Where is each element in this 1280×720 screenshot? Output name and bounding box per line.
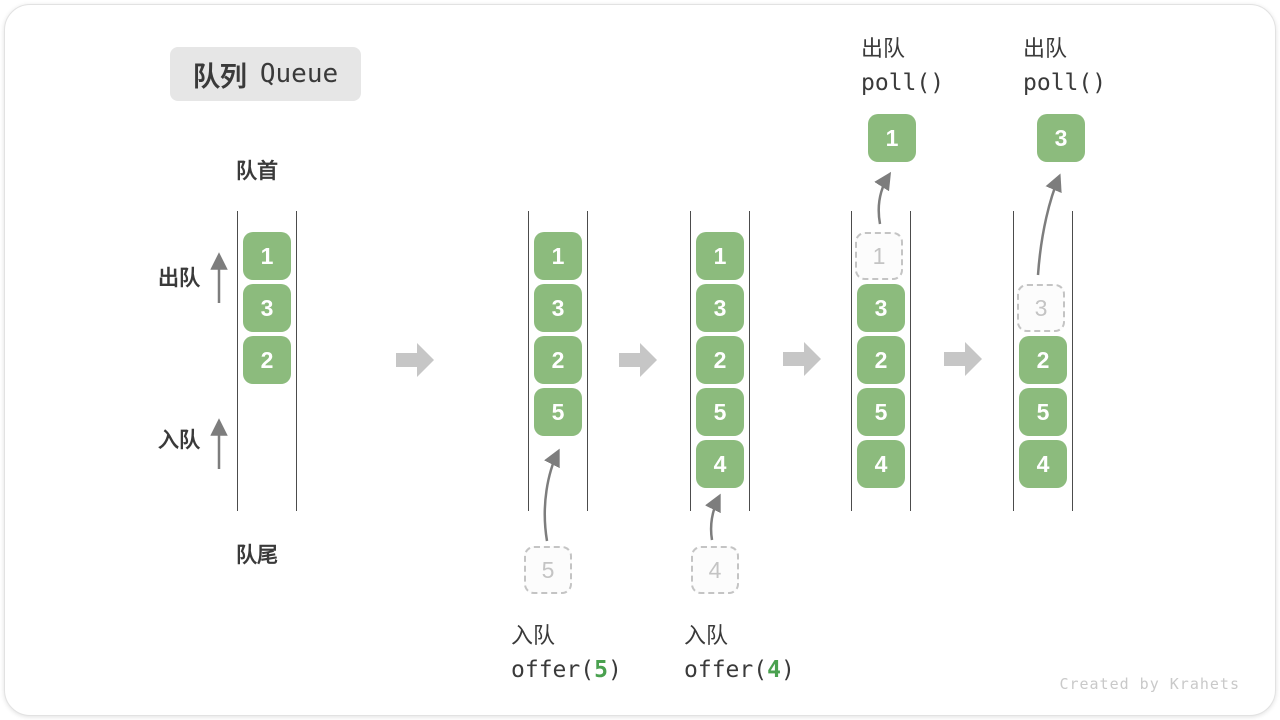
queue-item: 2 [857,336,905,384]
op-poll-1: 出队 poll() [861,31,944,96]
code-arg: 5 [594,657,608,683]
code-post: ) [607,657,622,683]
label-enqueue: 入队 [158,429,200,452]
queue-item: 5 [857,388,905,436]
label-dequeue: 出队 [158,267,200,290]
title-zh: 队列 [192,61,247,92]
queue-item: 4 [1019,440,1067,488]
queue-item: 4 [857,440,905,488]
removed-item-dashed: 1 [855,232,903,280]
queue-item: 2 [1019,336,1067,384]
diagram-card-background [4,4,1276,716]
title-en: Queue [259,59,339,89]
incoming-item-dashed: 4 [691,546,739,594]
queue-item: 2 [696,336,744,384]
queue-state-1: 1 3 2 [237,211,297,511]
queue-item: 2 [243,336,291,384]
op-offer-4-label: 入队 [684,623,729,648]
queue-item: 3 [857,284,905,332]
removed-item-dashed: 3 [1017,284,1065,332]
op-poll-2: 出队 poll() [1023,31,1106,96]
queue-state-2: 1 3 2 5 [528,211,588,511]
op-offer-5-label: 入队 [511,623,556,648]
op-poll-2-code: poll() [1023,70,1107,96]
polled-item: 3 [1037,114,1085,162]
queue-item: 4 [696,440,744,488]
queue-item: 5 [696,388,744,436]
op-offer-5-code: offer(5) [511,657,622,683]
op-offer-4-code: offer(4) [684,657,795,683]
label-queue-rear: 队尾 [236,544,278,567]
queue-state-5: 3 2 5 4 [1013,211,1073,511]
queue-item: 3 [696,284,744,332]
op-poll-1-label: 出队 [861,36,906,61]
queue-item: 2 [534,336,582,384]
polled-item: 1 [868,114,916,162]
queue-item: 1 [696,232,744,280]
queue-item: 3 [534,284,582,332]
queue-item: 5 [1019,388,1067,436]
watermark: Created by Krahets [1059,675,1240,693]
incoming-item-dashed: 5 [524,546,572,594]
code-pre: offer( [684,657,768,683]
queue-item: 3 [243,284,291,332]
queue-item: 5 [534,388,582,436]
op-poll-2-label: 出队 [1023,36,1068,61]
code-arg: 4 [767,657,781,683]
title-badge: 队列 Queue [170,47,361,101]
code-pre: offer( [511,657,595,683]
queue-item: 1 [534,232,582,280]
code-post: ) [780,657,795,683]
queue-state-4: 1 3 2 5 4 [851,211,911,511]
op-poll-1-code: poll() [861,70,945,96]
op-offer-5: 入队 offer(5) [511,618,622,683]
label-queue-front: 队首 [236,160,278,183]
op-offer-4: 入队 offer(4) [684,618,795,683]
queue-item: 1 [243,232,291,280]
queue-state-3: 1 3 2 5 4 [690,211,750,511]
